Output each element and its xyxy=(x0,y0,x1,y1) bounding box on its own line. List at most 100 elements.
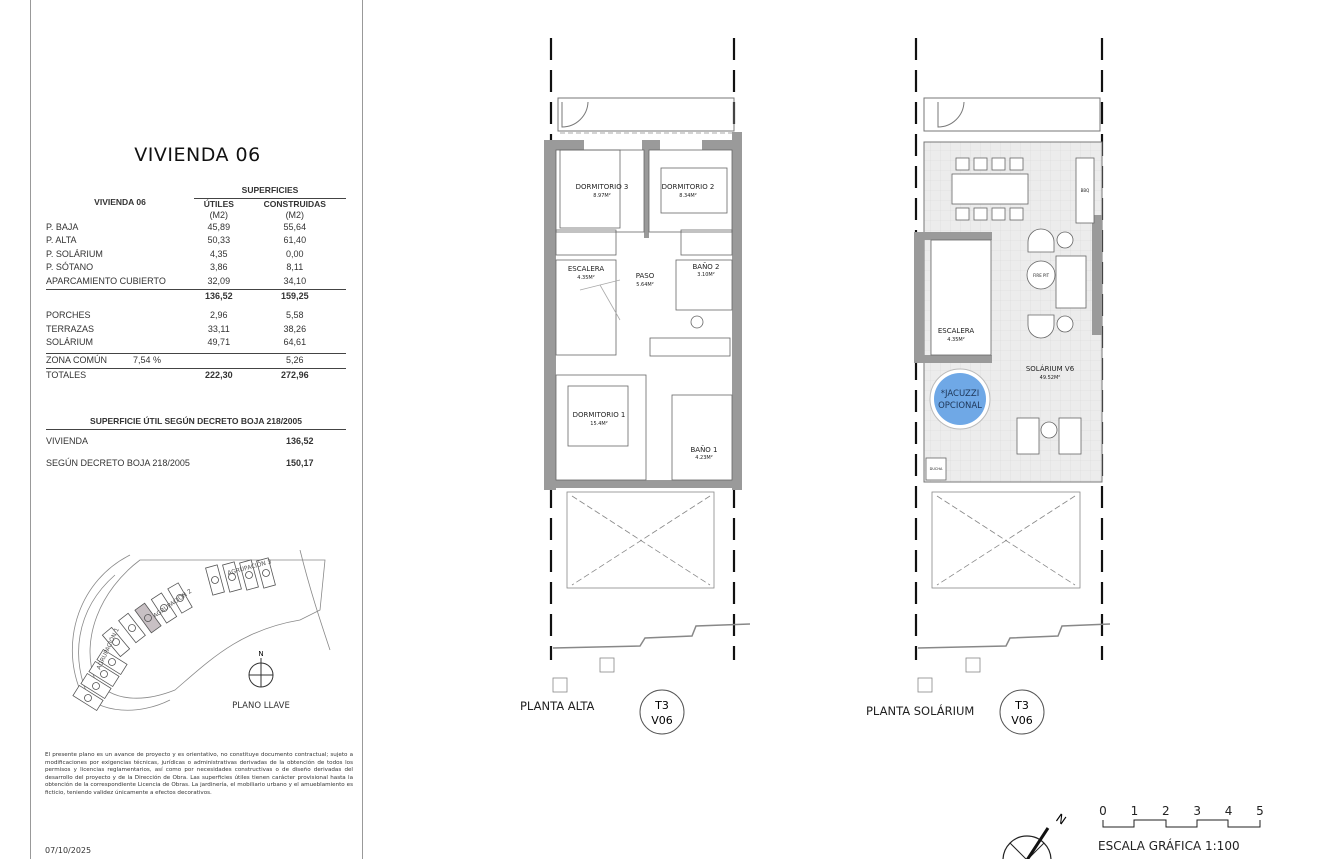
north-compass-icon: N xyxy=(1002,811,1069,859)
room-area: 49.52M² xyxy=(1040,375,1061,381)
svg-text:N: N xyxy=(258,650,263,658)
decreto-row: SEGÚN DECRETO BOJA 218/2005 150,17 xyxy=(46,458,346,468)
key-plan-plot xyxy=(96,648,128,676)
room-area: 3.10M² xyxy=(697,272,714,278)
table-row: P. BAJA 45,89 55,64 xyxy=(46,221,346,235)
key-plan-plot xyxy=(239,559,259,591)
svg-text:N: N xyxy=(1053,811,1068,828)
scale-label: ESCALA GRÁFICA xyxy=(1098,838,1202,853)
plan-planta-solarium: BBQ FIRE PIT DUCHA ESCALERA 4.35M² SOLÁR… xyxy=(866,38,1111,735)
scale-tick: 1 xyxy=(1131,804,1139,818)
key-plan-plot xyxy=(167,582,193,614)
plan-label: PLANTA ALTA xyxy=(520,699,595,713)
svg-text:*JACUZZI: *JACUZZI xyxy=(941,389,979,399)
decreto-label: SEGÚN DECRETO BOJA 218/2005 xyxy=(46,458,190,468)
jacuzzi: *JACUZZI OPCIONAL xyxy=(929,368,991,430)
zona-comun-percent: 7,54 % xyxy=(133,354,162,365)
cell-construidas: 64,61 xyxy=(283,337,307,348)
cell-utiles: 49,71 xyxy=(207,337,231,348)
decreto-row: VIVIENDA 136,52 xyxy=(46,436,346,446)
date: 07/10/2025 xyxy=(45,846,92,855)
cell-label: SOLÁRIUM xyxy=(46,337,94,348)
cell-utiles: 32,09 xyxy=(207,275,231,286)
room-area: 4.35M² xyxy=(577,275,594,281)
sheet-border-right xyxy=(362,0,363,859)
cell-construidas: 55,64 xyxy=(283,221,307,232)
cell-label: P. BAJA xyxy=(46,221,79,232)
key-plan-label: PLANO LLAVE xyxy=(232,701,290,711)
sheet-border-left xyxy=(30,0,31,859)
cell-utiles: 4,35 xyxy=(210,248,228,259)
key-plan-plot xyxy=(134,602,162,634)
room-label: ESCALERA xyxy=(938,327,974,335)
unit: (M2) xyxy=(209,209,229,220)
table-row: SOLÁRIUM 49,71 64,61 xyxy=(46,336,346,350)
room-label: SOLÁRIUM V6 xyxy=(1026,364,1075,373)
key-plan-plot xyxy=(118,612,146,644)
plan-badge: V06 xyxy=(1011,714,1033,727)
scale-tick: 4 xyxy=(1225,804,1233,818)
key-plan-plot xyxy=(101,626,131,658)
plan-badge: T3 xyxy=(654,699,669,712)
disclaimer: El presente plano es un avance de proyec… xyxy=(45,752,353,796)
cell-construidas: 5,58 xyxy=(286,310,304,321)
room-area: 8.34M² xyxy=(679,193,696,199)
room-label: BAÑO 1 xyxy=(690,445,717,454)
cell-construidas: 0,00 xyxy=(286,248,304,259)
cell-label: P. ALTA xyxy=(46,235,77,246)
cell-utiles: 33,11 xyxy=(207,323,230,334)
plan-badge: V06 xyxy=(651,714,673,727)
room-area: 8.97M² xyxy=(593,193,610,199)
totales-utiles: 222,30 xyxy=(194,367,244,383)
table-row-header: VIVIENDA 06 xyxy=(94,196,146,207)
cell-construidas: 8,11 xyxy=(286,262,304,273)
col-construidas: CONSTRUIDAS xyxy=(263,198,326,209)
room-label: BAÑO 2 xyxy=(692,262,719,271)
cell-construidas: 38,26 xyxy=(283,323,307,334)
key-plan-plot xyxy=(256,557,276,589)
cell-utiles: 45,89 xyxy=(207,221,231,232)
room-area: 5.64M² xyxy=(636,282,653,288)
svg-text:OPCIONAL: OPCIONAL xyxy=(938,401,982,411)
subtotal-construidas: 159,25 xyxy=(243,288,346,304)
unit: (M2) xyxy=(285,209,305,220)
room-area: 4.23M² xyxy=(695,455,712,461)
scale-tick: 0 xyxy=(1099,804,1107,818)
cell-label: PORCHES xyxy=(46,310,91,321)
room-label: DORMITORIO 1 xyxy=(573,411,626,419)
scale-tick: 5 xyxy=(1256,804,1264,818)
scale-tick: 2 xyxy=(1162,804,1170,818)
room-area: 4.35M² xyxy=(947,337,964,343)
key-plan-plot xyxy=(222,561,242,593)
bbq-label: BBQ xyxy=(1081,188,1090,193)
plan-planta-alta: DORMITORIO 3 8.97M² DORMITORIO 2 8.34M² … xyxy=(520,38,751,735)
totales-construidas: 272,96 xyxy=(243,367,346,383)
totales-label: TOTALES xyxy=(46,367,194,383)
ducha-label: DUCHA xyxy=(930,467,943,471)
fire-pit-label: FIRE PIT xyxy=(1033,273,1050,278)
room-label: DORMITORIO 2 xyxy=(662,183,715,191)
decreto-label: VIVIENDA xyxy=(46,436,89,446)
room-label: PASO xyxy=(636,272,655,280)
areas-table: VIVIENDA 06 SUPERFICIES ÚTILES CONSTRUID… xyxy=(46,184,346,383)
room-label: ESCALERA xyxy=(568,265,604,273)
zona-comun-label: ZONA COMÚN xyxy=(46,354,108,365)
decreto-value: 136,52 xyxy=(286,436,314,446)
scale-ratio: 1:100 xyxy=(1205,839,1240,853)
plan-badge: T3 xyxy=(1014,699,1029,712)
table-row: TERRAZAS 33,11 38,26 xyxy=(46,323,346,337)
cell-utiles: 3,86 xyxy=(210,262,228,273)
cell-label: TERRAZAS xyxy=(46,323,95,334)
decreto-heading: SUPERFICIE ÚTIL SEGÚN DECRETO BOJA 218/2… xyxy=(46,416,346,430)
key-plan: AGRUPACIÓN 1 AGRUPACIÓN 2 AGRUPACIÓN 3 N… xyxy=(72,550,331,712)
zona-comun-construidas: 5,26 xyxy=(243,352,346,369)
group-header: SUPERFICIES xyxy=(194,184,346,199)
decreto-value: 150,17 xyxy=(286,458,314,468)
